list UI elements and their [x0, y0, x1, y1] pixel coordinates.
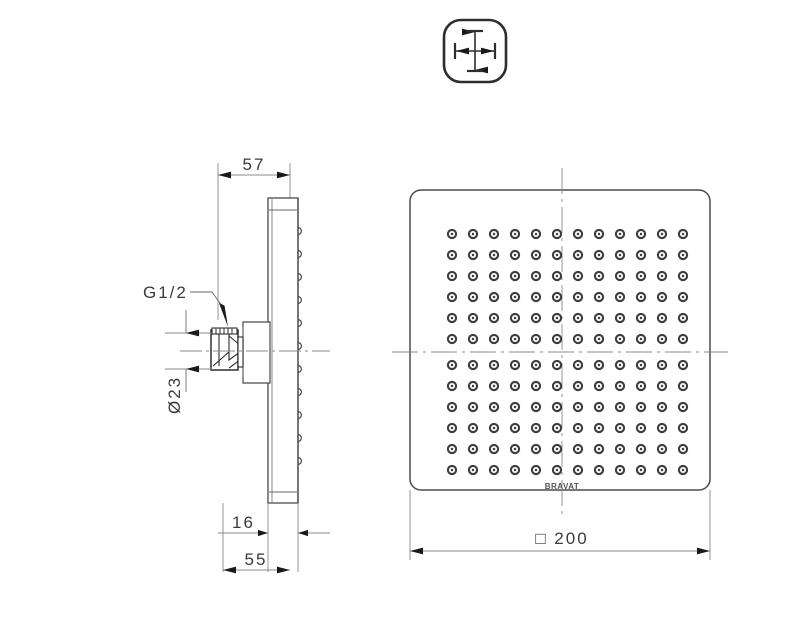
hub-body — [242, 321, 271, 384]
thread-connector-detail — [210, 327, 244, 371]
side-hub-block — [242, 321, 271, 384]
slab-outer — [267, 197, 299, 504]
brand-logo: BRAVAT — [545, 482, 580, 491]
side-section-view: 57 — [143, 155, 330, 574]
dim-depth-57: 57 — [217, 155, 291, 320]
dim-label-57: 57 — [243, 155, 266, 174]
connector-internal-chamfer — [212, 350, 241, 367]
dim-width-200: □ 200 — [409, 490, 711, 560]
square-crosshair-icon — [442, 18, 508, 84]
dim-label-16: 16 — [232, 513, 255, 532]
side-body-outline — [267, 197, 299, 504]
d23-label: Ø23 — [165, 376, 184, 414]
connector-collar — [237, 336, 244, 368]
dim-label-200: □ 200 — [535, 529, 588, 548]
dim-label-55: 55 — [245, 550, 268, 569]
g12-leader-line — [190, 291, 223, 307]
dim-bore-d23: Ø23 — [165, 310, 212, 414]
front-face-view: BRAVAT □ 200 — [392, 168, 728, 560]
label-thread-g12: G1/2 — [143, 283, 228, 327]
dim-body-depth-55: 55 — [222, 503, 290, 574]
g12-leader-arrow — [219, 303, 228, 327]
g12-label: G1/2 — [143, 283, 188, 302]
dim-inset-16: 16 — [218, 503, 330, 572]
